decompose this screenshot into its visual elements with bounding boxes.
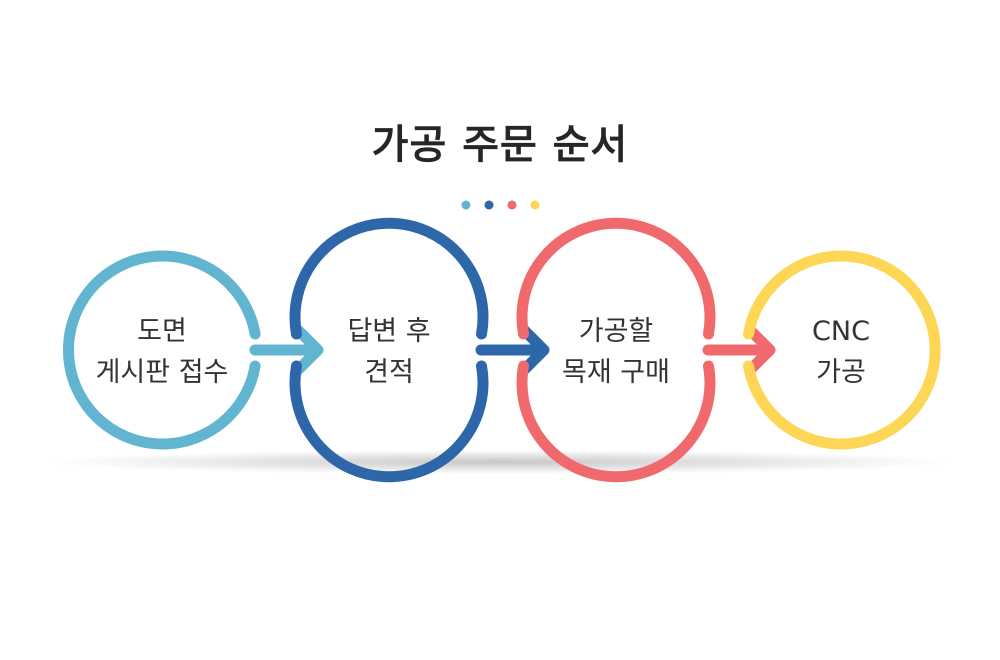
dot-step1 [461,200,471,210]
step-2-label-line1: 답변 후 [347,316,430,347]
step-3-ring-lower [516,360,716,483]
dot-step4 [530,200,540,210]
step-1-ring [62,250,261,450]
step-4: CNC 가공 [743,250,941,450]
step-4-label-line1: CNC [812,316,870,347]
dot-step3 [507,200,517,210]
step-3-ring [516,217,716,340]
step-3-label-line2: 목재 구매 [562,357,670,388]
step-1: 도면 게시판 접수 [62,250,324,450]
floor-shadow [45,450,955,474]
step-4-ring [743,250,941,450]
step-2-ring-lower [289,360,489,483]
step-1-label-line1: 도면 [137,316,187,347]
step-3-connector-arrow [702,324,776,376]
step-4-label-line2: 가공 [816,357,866,388]
title-dots [461,200,540,210]
step-1-label-line2: 게시판 접수 [96,357,229,388]
step-1-connector-arrow [249,324,324,376]
step-3-label-line1: 가공할 [579,316,654,347]
dot-step2 [484,200,494,210]
step-2: 답변 후 견적 [289,217,550,483]
step-3: 가공할 목재 구매 [516,217,776,483]
step-2-ring [289,217,489,340]
page-title: 가공 주문 순서 [371,122,629,168]
step-2-label-line2: 견적 [364,357,414,388]
step-2-connector-arrow [475,324,550,376]
